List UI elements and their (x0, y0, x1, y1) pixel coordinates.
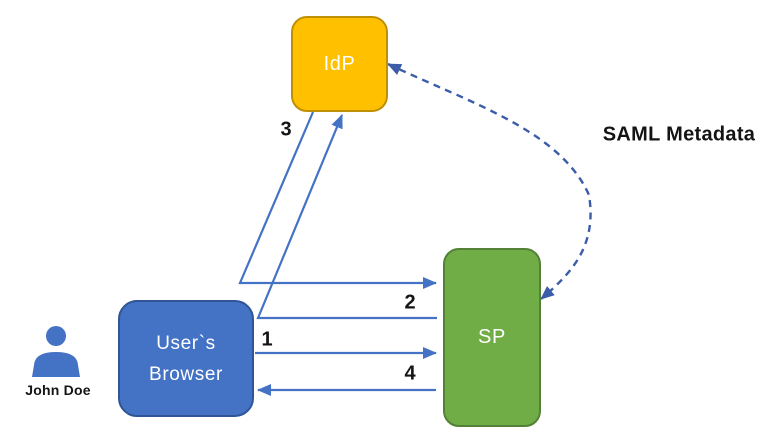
users-browser-node: User`s Browser (118, 300, 254, 417)
users-browser-label-line1: User`s (156, 332, 216, 354)
step-4-label: 4 (404, 362, 416, 385)
users-browser-label-line2: Browser (149, 363, 223, 385)
person-icon (32, 326, 80, 377)
person-body (32, 352, 80, 377)
person-head (46, 326, 66, 346)
step-3-label: 3 (280, 118, 292, 141)
saml-metadata-label: SAML Metadata (602, 123, 756, 146)
users-browser-node-label: User`s Browser (149, 328, 223, 390)
idp-node-label: IdP (323, 52, 356, 75)
dashed-metadata-arrow (387, 62, 592, 300)
step-2-label: 2 (404, 291, 416, 314)
step-1-label: 1 (261, 328, 273, 351)
sp-node-label: SP (478, 326, 506, 348)
arrow-step-3 (238, 111, 437, 289)
arrow-step-2 (256, 114, 437, 320)
idp-node: IdP (291, 16, 388, 112)
actor-name-label: John Doe (25, 382, 91, 398)
sp-node: SP (443, 248, 541, 427)
